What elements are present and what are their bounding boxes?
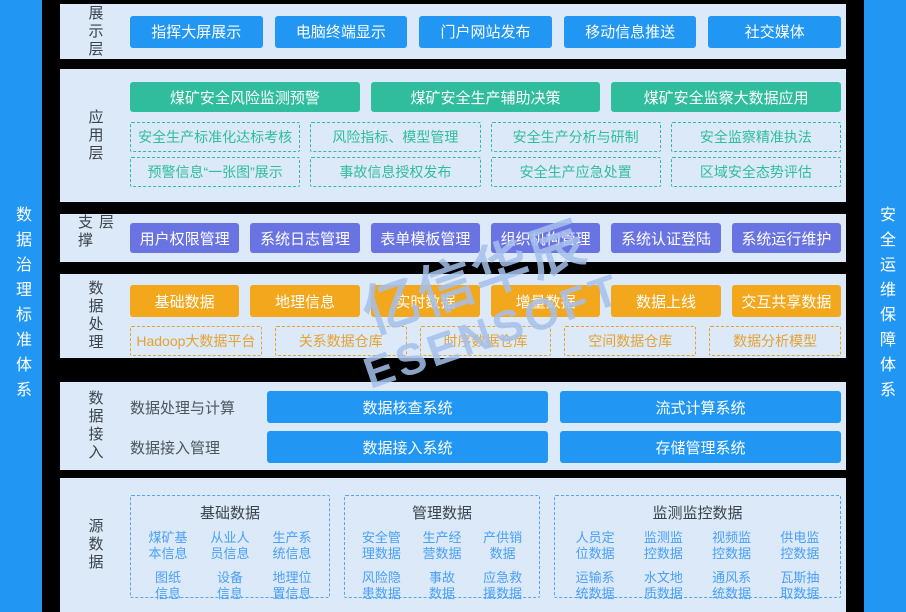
processing-node: 实时数据: [370, 285, 480, 317]
application-secondary-node: 预警信息“一张图”展示: [130, 157, 301, 187]
processing-warehouse-node: 数据分析模型: [709, 326, 841, 356]
processing-dashed-list: Hadoop大数据平台关系数据仓库时序数据仓库空间数据仓库数据分析模型: [130, 326, 841, 356]
source-item: 人员定 位数据: [575, 530, 615, 562]
source-group-title: 管理数据: [411, 505, 472, 522]
source-item: 从业人 员信息: [210, 530, 250, 562]
application-secondary-node: 安全生产标准化达标考核: [130, 122, 301, 152]
processing-solid-list: 基础数据地理信息实时数据增量数据数据上线交互共享数据: [130, 285, 841, 317]
support-node: 用户权限管理: [130, 223, 240, 253]
support-node: 表单模板管理: [370, 223, 480, 253]
source-item: 瓦斯抽 取数据: [780, 569, 820, 601]
application-secondary-node: 安全生产应急处置: [490, 157, 661, 187]
support-node: 系统日志管理: [250, 223, 360, 253]
access-node-ingest-system: 数据接入系统: [267, 431, 548, 463]
application-primary-node: 煤矿安全监察大数据应用: [611, 82, 841, 112]
source-item: 通风系 统数据: [712, 569, 752, 601]
processing-warehouse-node: 空间数据仓库: [564, 326, 697, 356]
application-secondary-list: 安全生产标准化达标考核风险指标、模型管理安全生产分析与研制安全监察精准执法预警信…: [130, 122, 841, 187]
processing-node: 数据上线: [611, 285, 721, 317]
processing-warehouse-node: Hadoop大数据平台: [130, 326, 262, 356]
source-item: 设备 信息: [216, 569, 243, 601]
processing-warehouse-node: 时序数据仓库: [419, 326, 552, 356]
left-banner-label: 数据治理标准体系: [13, 206, 30, 406]
application-primary-node: 煤矿安全风险监测预警: [130, 82, 360, 112]
layer-label-application: 应用层: [86, 108, 104, 163]
display-node: 指挥大屏展示: [130, 15, 263, 48]
layer-label-source-data: 源数据: [86, 518, 104, 572]
layer-label-data-access: 数据接入: [86, 390, 104, 462]
processing-node: 交互共享数据: [731, 285, 841, 317]
source-item: 产供销 数据: [483, 530, 523, 562]
processing-node: 增量数据: [491, 285, 601, 317]
source-group-basic: 基础数据 煤矿基 本信息从业人 员信息生产系 统信息图纸 信息 设备 信息 地理位 …: [130, 495, 330, 601]
source-item: 应急救 援数据: [483, 569, 523, 601]
support-node-list: 用户权限管理系统日志管理表单模板管理组织机构管理系统认证登陆系统运行维护: [130, 223, 841, 253]
panel-data-processing-layer: 数据处理 基础数据地理信息实时数据增量数据数据上线交互共享数据 Hadoop大数…: [60, 274, 846, 358]
display-node-list: 指挥大屏展示电脑终端显示门户网站发布移动信息推送社交媒体: [130, 15, 841, 48]
access-node-storage-system: 存储管理系统: [560, 431, 841, 463]
layer-label-support: 支撑层: [76, 214, 114, 250]
access-row-compute: 数据处理与计算 数据核查系统 流式计算系统: [130, 391, 841, 423]
source-item: 运输系 统数据: [575, 569, 615, 601]
diagram-body: 展示层 指挥大屏展示电脑终端显示门户网站发布移动信息推送社交媒体 应用层 煤矿安…: [60, 0, 846, 612]
access-node-check-system: 数据核查系统: [267, 391, 548, 423]
panel-source-data-layer: 源数据 基础数据 煤矿基 本信息从业人 员信息生产系 统信息图纸 信息 设备 信息…: [60, 478, 846, 612]
display-node: 移动信息推送: [563, 15, 697, 48]
source-item-list: 人员定 位数据监测监 控数据视频监 控数据供电监 控数据运输系 统数据水文地 质…: [563, 530, 832, 602]
source-item: 风险隐 患数据: [361, 569, 401, 601]
source-group-title: 监测监控数据: [652, 505, 743, 522]
access-node-stream-system: 流式计算系统: [560, 391, 841, 423]
support-node: 系统认证登陆: [611, 223, 721, 253]
display-node: 门户网站发布: [419, 15, 552, 48]
source-item: 水文地 质数据: [643, 569, 683, 601]
source-group-title: 基础数据: [199, 505, 260, 522]
source-item: 煤矿基 本信息: [148, 530, 188, 562]
application-secondary-node: 区域安全态势评估: [670, 157, 841, 187]
source-item: 监测监 控数据: [643, 530, 683, 562]
processing-warehouse-node: 关系数据仓库: [274, 326, 407, 356]
source-item: 生产经 营数据: [422, 530, 462, 562]
source-item-list: 煤矿基 本信息从业人 员信息生产系 统信息图纸 信息 设备 信息 地理位 置信息: [139, 530, 321, 602]
access-row-label: 数据接入管理: [130, 439, 221, 457]
panel-support-layer: 支撑层 用户权限管理系统日志管理表单模板管理组织机构管理系统认证登陆系统运行维护: [60, 214, 846, 262]
right-banner: 安全运维保障体系: [864, 0, 906, 612]
source-item-list: 安全管 理数据生产经 营数据产供销 数据风险隐 患数据事故 数据 应急救 援数据: [353, 530, 531, 602]
application-secondary-node: 安全监察精准执法: [670, 122, 841, 152]
support-node: 组织机构管理: [491, 223, 601, 253]
access-row-label: 数据处理与计算: [130, 399, 236, 417]
panel-application-layer: 应用层 煤矿安全风险监测预警煤矿安全生产辅助决策煤矿安全监察大数据应用 安全生产…: [60, 69, 846, 202]
right-banner-label: 安全运维保障体系: [877, 206, 894, 406]
layer-label-display: 展示层: [86, 4, 104, 59]
source-item: 视频监 控数据: [712, 530, 752, 562]
source-group-management: 管理数据 安全管 理数据生产经 营数据产供销 数据风险隐 患数据事故 数据 应急救…: [344, 495, 540, 601]
layer-label-data-processing: 数据处理: [86, 280, 104, 352]
application-secondary-node: 事故信息授权发布: [310, 157, 481, 187]
source-item: 生产系 统信息: [272, 530, 312, 562]
panel-data-access-layer: 数据接入 数据处理与计算 数据核查系统 流式计算系统 数据接入管理 数据接入系统…: [60, 382, 846, 470]
access-row-ingest: 数据接入管理 数据接入系统 存储管理系统: [130, 431, 841, 463]
display-node: 电脑终端显示: [274, 15, 408, 48]
source-item: 安全管 理数据: [361, 530, 401, 562]
source-group-monitoring: 监测监控数据 人员定 位数据监测监 控数据视频监 控数据供电监 控数据运输系 统…: [554, 495, 841, 601]
source-item: 供电监 控数据: [780, 530, 820, 562]
source-item: 事故 数据: [428, 569, 455, 601]
processing-node: 地理信息: [250, 285, 360, 317]
source-item: 地理位 置信息: [272, 569, 312, 601]
application-secondary-node: 安全生产分析与研制: [490, 122, 661, 152]
support-node: 系统运行维护: [731, 223, 841, 253]
application-primary-list: 煤矿安全风险监测预警煤矿安全生产辅助决策煤矿安全监察大数据应用: [130, 82, 841, 112]
processing-node: 基础数据: [130, 285, 240, 317]
application-primary-node: 煤矿安全生产辅助决策: [370, 82, 601, 112]
display-node: 社交媒体: [708, 15, 841, 48]
left-banner: 数据治理标准体系: [0, 0, 42, 612]
application-secondary-node: 风险指标、模型管理: [310, 122, 481, 152]
source-item: 图纸 信息: [154, 569, 181, 601]
panel-display-layer: 展示层 指挥大屏展示电脑终端显示门户网站发布移动信息推送社交媒体: [60, 4, 846, 59]
